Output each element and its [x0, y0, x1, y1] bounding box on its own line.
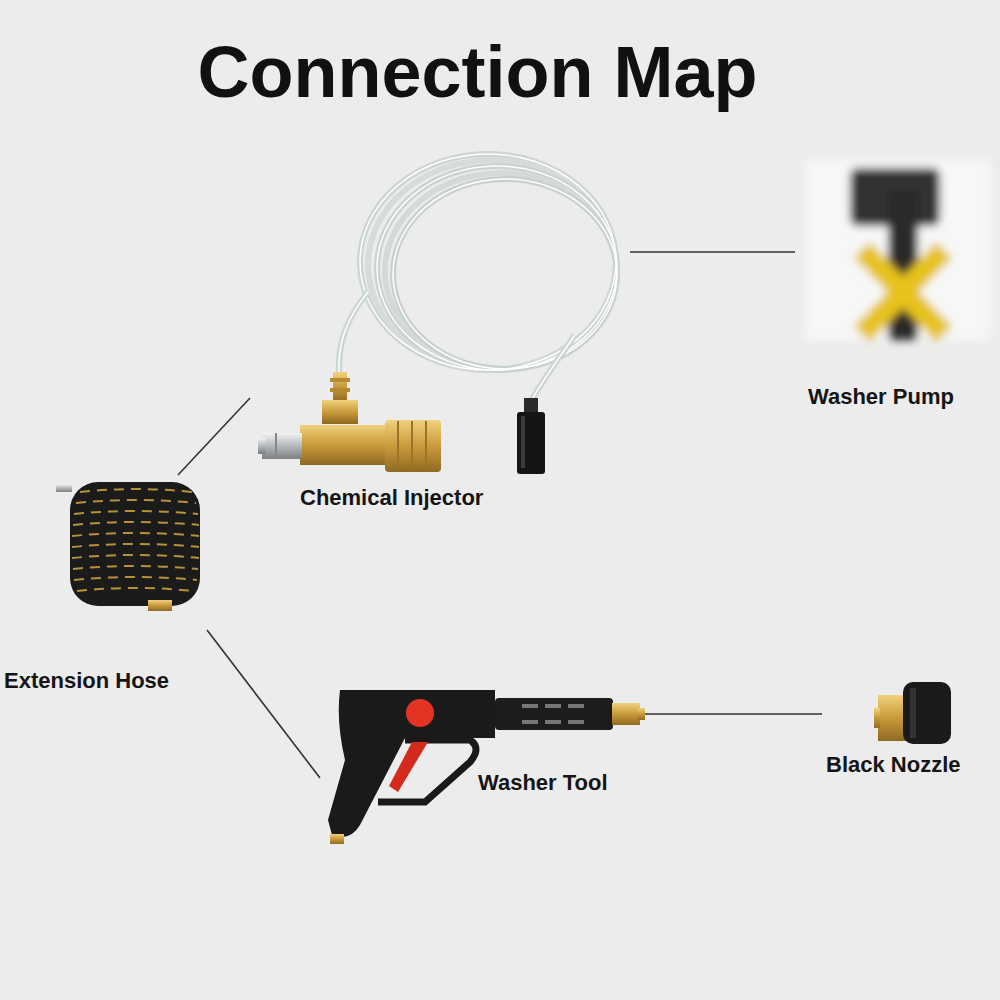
washer-gun-part	[568, 704, 584, 708]
component-box: Washer Pump	[795, 155, 990, 415]
washer-gun-part	[522, 720, 538, 724]
extension-hose-coil-part-part	[72, 555, 199, 558]
injector-body-part	[425, 421, 427, 471]
washer-pump-photo-part	[862, 250, 944, 334]
extension-hose-coil-part	[70, 482, 200, 606]
injector-body-part	[262, 433, 302, 459]
hose-coil-part	[393, 179, 617, 369]
hose-coil	[339, 154, 617, 402]
washer-gun-part	[612, 703, 640, 725]
component-box: Black Nozzle	[822, 675, 992, 781]
injector-body-part	[397, 421, 399, 471]
black-nozzle-part	[910, 688, 916, 738]
injector-body-part	[322, 400, 358, 424]
extension-hose-coil-part-part	[74, 511, 198, 514]
washer-pump-photo-part	[862, 250, 944, 334]
washer-gun-part	[545, 720, 561, 724]
hose-coil-part	[393, 179, 617, 369]
suction-filter-part	[517, 412, 545, 474]
black-nozzle-part	[903, 682, 951, 744]
extension-hose-coil-part	[148, 600, 172, 611]
extension-hose-coil-part-part	[77, 588, 194, 591]
hose-coil-part	[531, 335, 575, 402]
washer-pump-photo	[805, 160, 990, 340]
extension-hose-coil-part-part	[72, 544, 199, 547]
black-nozzle	[874, 682, 951, 744]
washer-pump-photo-part	[805, 160, 990, 340]
hose-coil-part	[377, 166, 617, 370]
injector-body-part	[411, 421, 413, 471]
washer-gun-part	[389, 742, 428, 792]
extension-hose-coil-part-part	[74, 577, 197, 580]
hose-coil-part	[531, 335, 575, 402]
washer-gun-part	[545, 704, 561, 708]
hose-coil-part	[360, 154, 616, 370]
washer-gun	[328, 690, 645, 844]
connector-line	[207, 630, 320, 778]
washer-gun-part	[495, 698, 613, 730]
hose-coil-part	[377, 166, 617, 370]
component-box: Extension Hose	[2, 475, 207, 697]
extension-hose-coil-part-part	[80, 489, 192, 492]
hose-coil-part	[339, 292, 368, 385]
diagram-title: Connection Map	[0, 36, 955, 108]
injector-body	[258, 372, 441, 472]
extension-hose-coil-part-part	[73, 522, 199, 525]
hose-coil-part	[360, 154, 616, 370]
extension-hose-coil-part-part	[72, 533, 199, 536]
connector-line	[645, 713, 822, 715]
injector-body-part	[300, 425, 395, 465]
suction-filter-part	[521, 416, 525, 468]
component-label: Black Nozzle	[826, 752, 961, 778]
extension-hose-coil-part	[56, 484, 72, 492]
component-label: Washer Tool	[478, 770, 608, 796]
washer-gun-part	[328, 690, 495, 837]
connector-line	[630, 251, 795, 253]
extension-hose-coil-part-part	[76, 500, 196, 503]
injector-body-part	[385, 420, 441, 472]
injector-body-part	[330, 378, 350, 382]
injector-body-part	[333, 372, 347, 402]
component-box: Washer Tool	[320, 650, 645, 850]
component-label: Washer Pump	[808, 384, 954, 410]
suction-filter	[517, 398, 545, 474]
injector-body-part	[275, 433, 277, 459]
washer-gun-part	[378, 740, 476, 802]
washer-gun-part	[522, 704, 538, 708]
hose-coil-part	[339, 292, 368, 385]
suction-filter-part	[524, 398, 538, 414]
connector-line	[178, 398, 250, 475]
extension-hose-coil-part-part	[73, 566, 198, 569]
washer-gun-part	[638, 708, 645, 720]
washer-gun-part	[330, 834, 344, 844]
extension-hose-coil	[56, 482, 200, 611]
extension-hose-coil-part	[72, 489, 199, 591]
component-label: Extension Hose	[4, 668, 169, 694]
washer-gun-part	[568, 720, 584, 724]
component-box: Chemical Injector	[250, 145, 630, 520]
black-nozzle-part	[874, 708, 880, 728]
injector-body-part	[258, 438, 266, 454]
washer-gun-part	[406, 699, 434, 727]
component-label: Chemical Injector	[300, 485, 483, 511]
injector-body-part	[330, 388, 350, 392]
